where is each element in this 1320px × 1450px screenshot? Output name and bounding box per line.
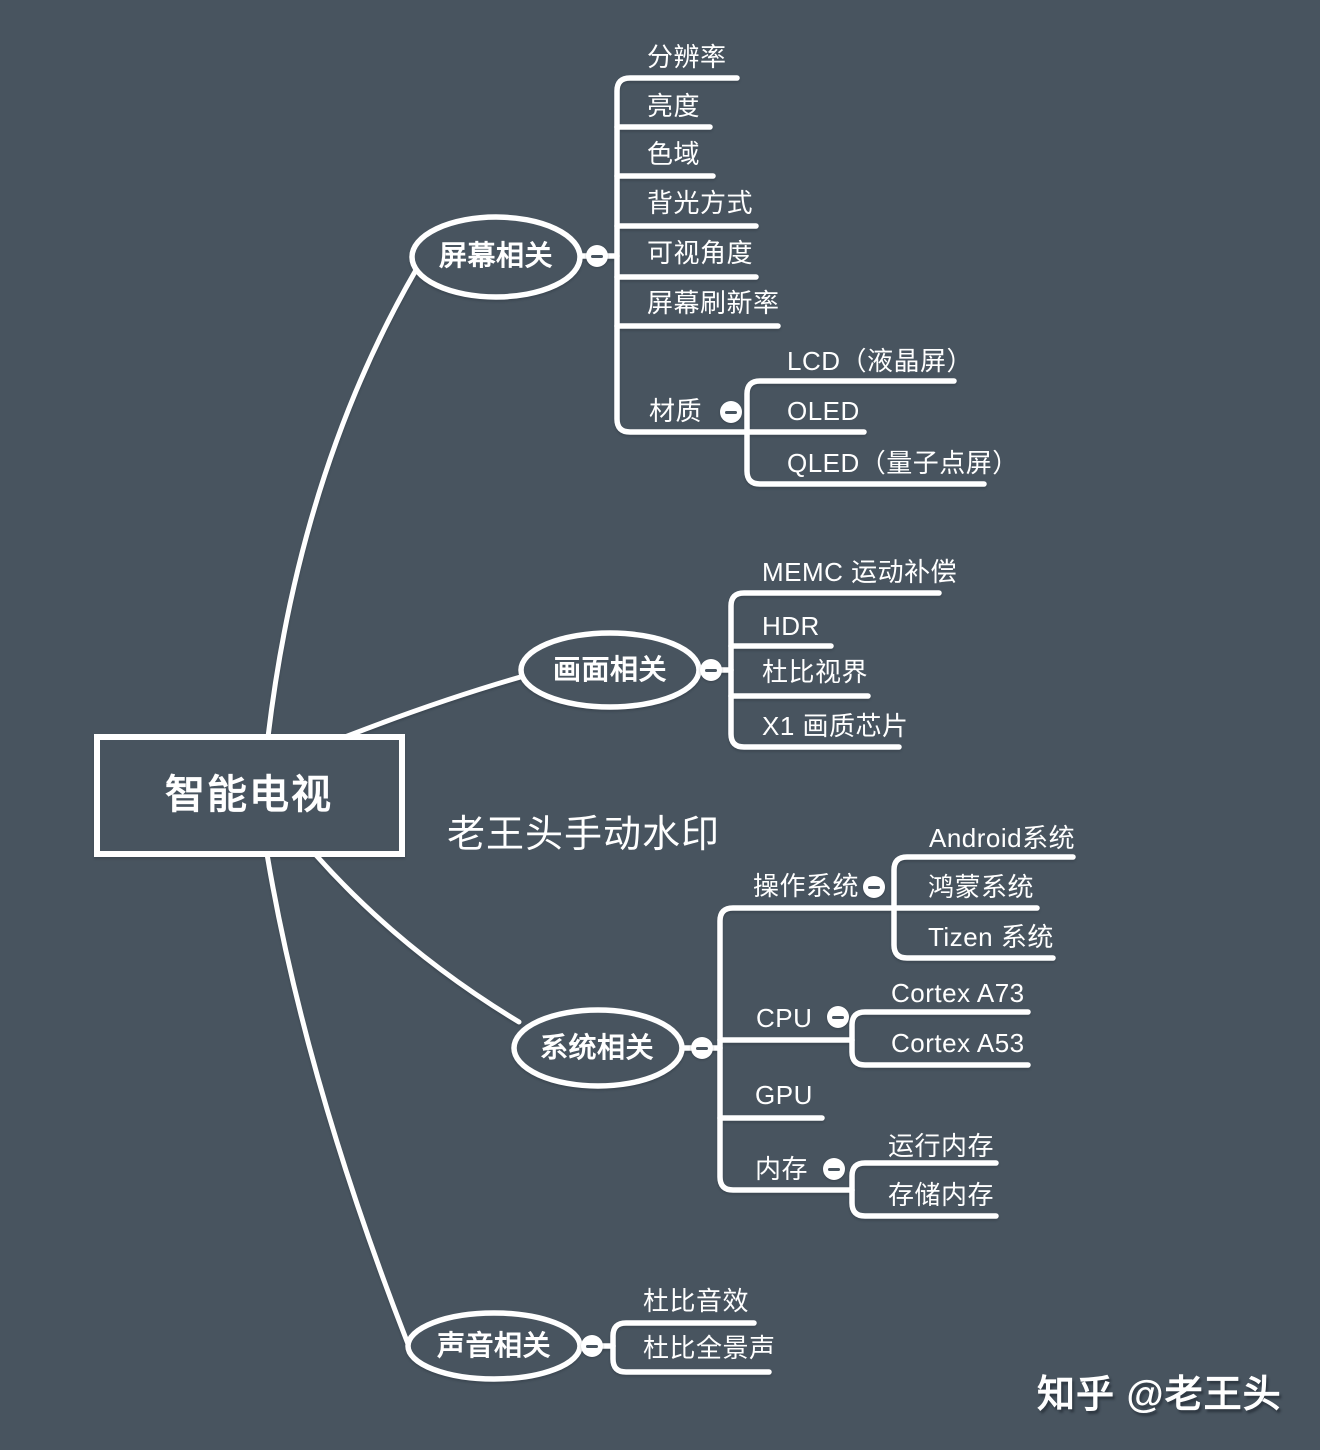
node-hdr[interactable]: HDR bbox=[762, 611, 820, 641]
node-refresh-rate[interactable]: 屏幕刷新率 bbox=[647, 288, 780, 318]
node-cpu[interactable]: CPU bbox=[756, 1003, 813, 1033]
node-harmony[interactable]: 鸿蒙系统 bbox=[928, 872, 1035, 902]
collapse-button-material[interactable] bbox=[720, 401, 742, 423]
root-topic-shape[interactable] bbox=[94, 734, 405, 857]
topic-label-picture[interactable]: 画面相关 bbox=[552, 654, 668, 685]
topic-ellipse-system[interactable] bbox=[511, 1007, 685, 1089]
topic-ellipse-picture[interactable] bbox=[518, 630, 702, 710]
node-resolution[interactable]: 分辨率 bbox=[647, 42, 727, 72]
spine-system bbox=[717, 905, 1040, 1193]
node-backlight[interactable]: 背光方式 bbox=[647, 188, 754, 218]
node-cortex-a53[interactable]: Cortex A53 bbox=[891, 1028, 1025, 1058]
node-memc[interactable]: MEMC 运动补偿 bbox=[762, 557, 958, 587]
node-oled[interactable]: OLED bbox=[787, 396, 860, 426]
topic-ellipse-sound[interactable] bbox=[405, 1310, 583, 1382]
node-view-angle[interactable]: 可视角度 bbox=[647, 238, 754, 268]
topic-label-screen[interactable]: 屏幕相关 bbox=[438, 240, 554, 271]
collapse-button-sound[interactable] bbox=[581, 1335, 603, 1357]
node-material[interactable]: 材质 bbox=[649, 396, 703, 426]
topic-ellipse-screen[interactable] bbox=[409, 214, 583, 300]
collapse-button-cpu[interactable] bbox=[827, 1006, 849, 1028]
node-qled[interactable]: QLED（量子点屏） bbox=[787, 448, 1019, 478]
root-topic-label[interactable]: 智能电视 bbox=[165, 773, 333, 817]
collapse-button-screen[interactable] bbox=[586, 245, 608, 267]
node-x1-chip[interactable]: X1 画质芯片 bbox=[762, 711, 909, 741]
spine-picture bbox=[728, 590, 942, 750]
collapse-button-memory[interactable] bbox=[823, 1158, 845, 1180]
node-gpu[interactable]: GPU bbox=[755, 1080, 813, 1110]
node-ram[interactable]: 运行内存 bbox=[888, 1131, 995, 1161]
node-storage[interactable]: 存储内存 bbox=[888, 1180, 995, 1210]
node-brightness[interactable]: 亮度 bbox=[647, 91, 701, 121]
link-root-picture bbox=[342, 673, 527, 740]
node-color-gamut[interactable]: 色域 bbox=[647, 139, 701, 169]
spine-cpu bbox=[849, 1009, 1031, 1068]
collapse-button-picture[interactable] bbox=[700, 659, 722, 681]
node-os[interactable]: 操作系统 bbox=[753, 871, 860, 901]
link-root-system bbox=[312, 851, 522, 1025]
corner-watermark: 知乎 @老王头 bbox=[1037, 1374, 1282, 1416]
spine-material bbox=[744, 378, 987, 487]
spine-screen bbox=[614, 75, 867, 435]
topic-label-system[interactable]: 系统相关 bbox=[539, 1032, 655, 1063]
center-watermark: 老王头手动水印 bbox=[447, 814, 721, 856]
node-dolby-atmos[interactable]: 杜比全景声 bbox=[643, 1333, 776, 1363]
node-lcd[interactable]: LCD（液晶屏） bbox=[787, 346, 974, 376]
node-dolby-vision[interactable]: 杜比视界 bbox=[762, 657, 869, 687]
spine-os bbox=[891, 854, 1076, 961]
link-root-screen bbox=[265, 267, 419, 740]
node-memory[interactable]: 内存 bbox=[755, 1154, 809, 1184]
node-cortex-a73[interactable]: Cortex A73 bbox=[891, 978, 1025, 1008]
collapse-button-system[interactable] bbox=[691, 1037, 713, 1059]
node-tizen[interactable]: Tizen 系统 bbox=[928, 922, 1054, 952]
collapse-button-os[interactable] bbox=[863, 876, 885, 898]
spine-memory bbox=[849, 1160, 999, 1219]
link-root-sound bbox=[264, 851, 411, 1347]
node-dolby-audio[interactable]: 杜比音效 bbox=[643, 1286, 750, 1316]
spine-sound bbox=[610, 1320, 772, 1375]
topic-label-sound[interactable]: 声音相关 bbox=[436, 1330, 552, 1361]
node-android[interactable]: Android系统 bbox=[929, 823, 1076, 853]
